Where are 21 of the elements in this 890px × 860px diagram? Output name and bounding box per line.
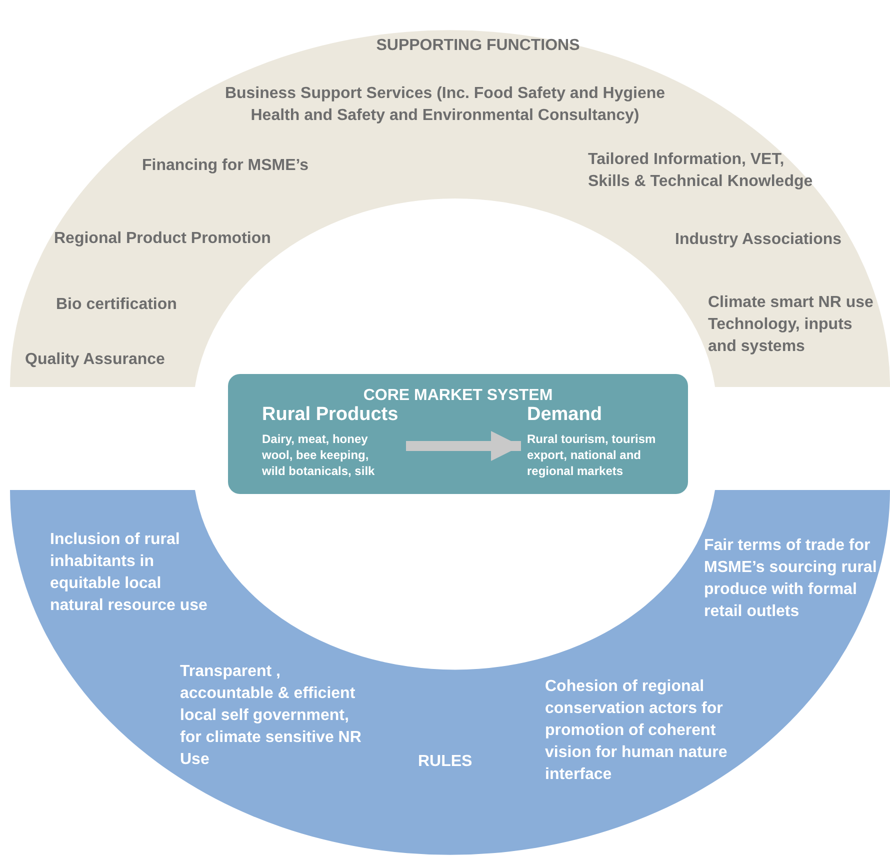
band-title: RULES (418, 752, 474, 772)
function-text: Business Support Services (Inc. Food Safety and Hygiene Health and Safety and Environmental Consultancy) (224, 84, 666, 126)
function-text: Quality Assurance (25, 350, 166, 370)
function-text: Regional Product Promotion (54, 229, 272, 249)
rule-text: Transparent , accountable & efficient local self government, for climate sensitive NR Use (180, 662, 362, 770)
core-market-box (228, 374, 688, 494)
function-text: Industry Associations (675, 230, 843, 250)
rule-text: Fair terms of trade for MSME’s sourcing rural produce with formal retail outlets (704, 536, 878, 622)
rule-text: Cohesion of regional conservation actors for promotion of coherent vision for human nature interface (545, 677, 728, 785)
rule-text: Inclusion of rural inhabitants in equitable local natural resource use (50, 530, 208, 616)
section-heading: Demand (527, 404, 603, 426)
section-text: Rural tourism, tourism export, national and regional markets (527, 431, 657, 479)
band-title: SUPPORTING FUNCTIONS (375, 36, 581, 56)
section-text: Dairy, meat, honey wool, bee keeping, wild botanicals, silk (262, 431, 376, 479)
arrow (406, 431, 521, 461)
box-title: CORE MARKET SYSTEM (362, 386, 554, 406)
function-text: Bio certification (56, 295, 178, 315)
function-text: Tailored Information, VET, Skills & Technical Knowledge (588, 150, 814, 192)
function-text: Climate smart NR use Technology, inputs and systems (708, 293, 874, 357)
section-heading: Rural Products (262, 404, 400, 426)
function-text: Financing for MSME’s (142, 156, 310, 176)
